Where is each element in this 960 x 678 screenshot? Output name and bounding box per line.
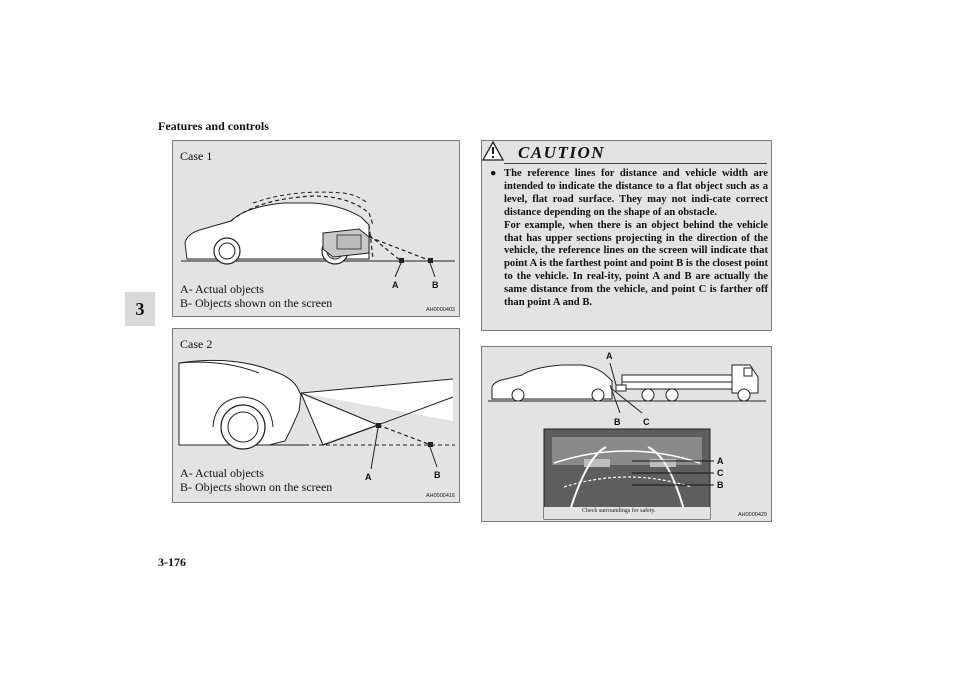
caution-paragraph-1: The reference lines for distance and veh… bbox=[504, 168, 768, 218]
figure-label-b: B bbox=[614, 417, 621, 427]
case2-figure: Case 2 A B A- Actual objects B- Objects … bbox=[172, 328, 460, 503]
case1-marker-a bbox=[399, 258, 404, 263]
screen-label-b: B bbox=[717, 480, 724, 490]
chapter-tab: 3 bbox=[125, 292, 155, 326]
case2-legend-b: B- Objects shown on the screen bbox=[180, 480, 333, 494]
truck-figure: A B C A C B Check surroundings for safet… bbox=[481, 346, 772, 522]
caution-bullet: ● bbox=[490, 168, 497, 179]
case1-figure: Case 1 A B A- Actual objects B- Objects … bbox=[172, 140, 460, 317]
page-number: 3-176 bbox=[158, 555, 186, 569]
screen-message: Check surroundings for safety. bbox=[582, 508, 656, 514]
caution-paragraph-2: For example, when there is an object beh… bbox=[504, 219, 768, 309]
case1-car-illustration bbox=[181, 191, 455, 278]
warning-triangle-icon bbox=[482, 141, 504, 161]
case2-legend-a: A- Actual objects bbox=[180, 466, 264, 480]
caution-box: CAUTION ● The reference lines for distan… bbox=[481, 140, 772, 331]
case1-legend-a: A- Actual objects bbox=[180, 282, 264, 296]
case2-point-b: B bbox=[434, 470, 441, 480]
truck-illustration bbox=[488, 362, 766, 520]
caution-title: CAUTION bbox=[518, 143, 606, 162]
section-header: Features and controls bbox=[158, 119, 269, 133]
case2-marker-b bbox=[428, 442, 433, 447]
case1-point-b: B bbox=[432, 280, 439, 290]
case2-marker-a bbox=[376, 423, 381, 428]
caution-text: ● The reference lines for distance and v… bbox=[490, 168, 768, 310]
case1-marker-b bbox=[428, 258, 433, 263]
truck-figure-code: AH0000429 bbox=[737, 512, 767, 518]
case2-title: Case 2 bbox=[180, 337, 213, 351]
figure-label-c: C bbox=[643, 417, 650, 427]
screen-label-a: A bbox=[717, 456, 724, 466]
case2-car-illustration bbox=[178, 359, 455, 470]
case2-point-a: A bbox=[365, 472, 372, 482]
case1-point-a: A bbox=[392, 280, 399, 290]
case1-legend-b: B- Objects shown on the screen bbox=[180, 296, 333, 310]
screen-label-c: C bbox=[717, 468, 724, 478]
case2-code: AH0000416 bbox=[425, 493, 455, 499]
case1-code: AH0000403 bbox=[425, 307, 455, 313]
figure-label-a: A bbox=[606, 351, 613, 361]
case1-title: Case 1 bbox=[180, 149, 213, 163]
